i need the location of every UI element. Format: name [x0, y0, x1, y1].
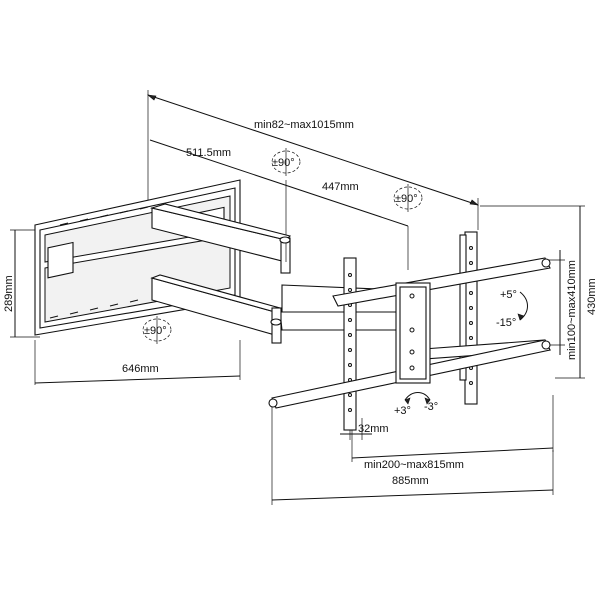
- swing-arms: [149, 203, 401, 344]
- rotate-minus-label: -3°: [424, 401, 438, 413]
- swivel-top-right-label: ±90°: [395, 193, 418, 205]
- swivel-icon-top-left: [271, 148, 301, 176]
- arm-length-2-label: 447mm: [322, 181, 359, 193]
- overall-width-label: 885mm: [392, 475, 429, 487]
- tilt-up-label: +5°: [500, 289, 517, 301]
- tilt-arrow-icon: [517, 291, 528, 321]
- vesa-horizontal-label: min200~max815mm: [364, 459, 464, 471]
- swivel-bottom-left-label: ±90°: [144, 325, 167, 337]
- wall-plate-slots: [49, 206, 149, 319]
- wall-plate-width-label: 646mm: [122, 363, 159, 375]
- swivel-top-left-label: ±90°: [272, 157, 295, 169]
- swivel-icon-bottom-left: [142, 316, 172, 344]
- overall-height-label: 430mm: [586, 278, 598, 315]
- rotate-arrow-icon: [404, 392, 431, 405]
- rotate-plus-label: +3°: [394, 405, 411, 417]
- vesa-vertical-label: min100~max410mm: [566, 260, 578, 360]
- rail-offset-label: 32mm: [358, 423, 389, 435]
- vesa-bracket: [268, 231, 551, 431]
- swivel-icon-top-right: [393, 184, 423, 212]
- wall-plate-height-label: 289mm: [3, 275, 15, 312]
- tilt-down-label: -15°: [496, 317, 516, 329]
- depth-range-label: min82~max1015mm: [254, 119, 354, 131]
- arm-length-1-label: 511.5mm: [186, 147, 231, 159]
